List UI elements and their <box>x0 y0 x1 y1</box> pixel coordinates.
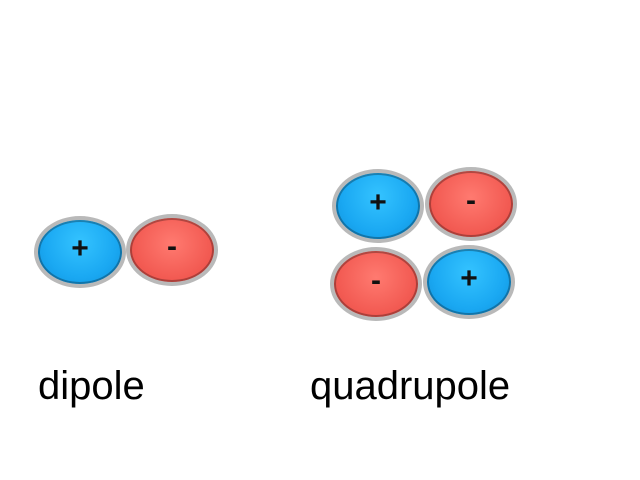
quadrupole-bottom-left-negative-charge: - <box>330 247 422 321</box>
positive-sign: + <box>369 186 387 219</box>
quadrupole-top-right-negative-charge: - <box>425 167 517 241</box>
dipole-label: dipole <box>38 364 145 408</box>
positive-sign: + <box>71 232 89 265</box>
negative-sign: - <box>466 184 476 217</box>
dipole-negative-charge: - <box>126 214 218 286</box>
quadrupole-top-left-positive-charge: + <box>332 169 424 243</box>
quadrupole-bottom-right-positive-charge: + <box>423 245 515 319</box>
positive-sign: + <box>460 262 478 295</box>
dipole-positive-charge: + <box>34 216 126 288</box>
quadrupole-label: quadrupole <box>310 364 511 408</box>
negative-sign: - <box>371 264 381 297</box>
negative-sign: - <box>167 230 177 263</box>
